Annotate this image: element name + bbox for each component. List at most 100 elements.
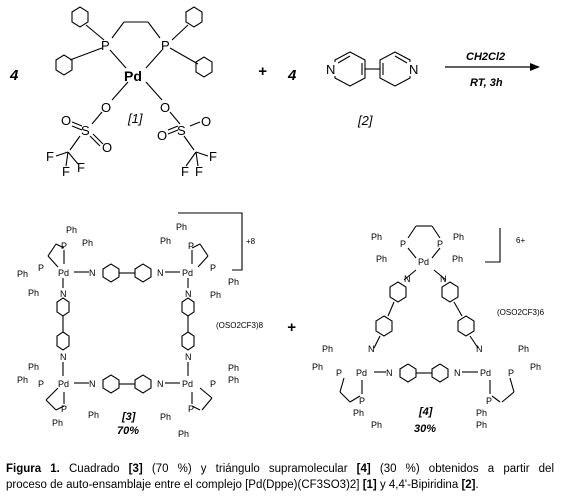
compound-1-label: [1] xyxy=(127,111,143,126)
compound-3-label: [3] xyxy=(121,411,136,423)
atom-o: O xyxy=(201,114,211,129)
phenyl-label: Ph xyxy=(210,290,221,300)
atom-pd: Pd xyxy=(58,379,69,389)
compound-3-yield: 70% xyxy=(117,425,139,437)
atom-f: F xyxy=(77,160,85,175)
atom-o: O xyxy=(157,128,167,143)
atom-pd: Pd xyxy=(124,68,142,84)
caption-ref-2: [2] xyxy=(461,479,476,491)
caption-prefix: Figura 1. xyxy=(6,463,60,475)
atom-n: N xyxy=(326,62,335,77)
atom-p: P xyxy=(437,239,443,249)
atom-f: F xyxy=(195,164,203,179)
phenyl-label: Ph xyxy=(371,232,382,242)
atom-s: S xyxy=(177,123,186,138)
phenyl-label: Ph xyxy=(160,412,171,422)
atom-s: S xyxy=(81,123,90,138)
atom-p: P xyxy=(101,38,110,53)
phenyl-ring xyxy=(55,54,73,76)
atom-p: P xyxy=(508,368,514,378)
atom-n: N xyxy=(157,379,164,389)
atom-p: P xyxy=(188,404,194,414)
atom-n: N xyxy=(368,344,375,354)
phenyl-ring xyxy=(71,6,89,28)
phenyl-ring xyxy=(185,6,203,28)
phenyl-label: Ph xyxy=(476,420,487,430)
atom-n: N xyxy=(386,368,393,378)
caption-ref-4: [4] xyxy=(356,463,371,475)
atom-n: N xyxy=(409,62,418,77)
coefficient-1: 4 xyxy=(9,67,19,84)
figure-caption: Figura 1. Cuadrado [3] (70 %) y triángul… xyxy=(6,461,554,493)
phenyl-label: Ph xyxy=(178,429,189,439)
square-charge: +8 xyxy=(246,237,256,246)
charge-bracket xyxy=(485,228,501,263)
triangle-charge: 6+ xyxy=(516,236,525,245)
compound-4-label: [4] xyxy=(418,406,433,418)
caption-text: proceso de auto-ensamblaje entre el comp… xyxy=(6,479,360,491)
atom-pd: Pd xyxy=(58,268,69,278)
atom-n: N xyxy=(185,289,192,299)
phenyl-label: Ph xyxy=(452,254,463,264)
phenyl-label: Ph xyxy=(518,344,529,354)
phenyl-label: Ph xyxy=(312,362,323,372)
compound-2-structure: N N xyxy=(325,51,420,87)
condition-label: RT, 3h xyxy=(470,77,503,89)
phenyl-label: Ph xyxy=(28,288,39,298)
atom-n: N xyxy=(404,274,411,284)
atom-n: N xyxy=(476,344,483,354)
phenyl-label: Ph xyxy=(82,238,93,248)
atom-o: O xyxy=(102,140,112,155)
atom-f: F xyxy=(181,164,189,179)
atom-p: P xyxy=(188,241,194,251)
caption-ref-3: [3] xyxy=(128,463,143,475)
charge-bracket xyxy=(178,212,243,271)
phenyl-label: Ph xyxy=(52,418,63,428)
pyridine-ring xyxy=(334,51,366,87)
atom-f: F xyxy=(46,149,54,164)
phenyl-label: Ph xyxy=(66,225,77,235)
atom-p: P xyxy=(38,379,44,389)
atom-n: N xyxy=(157,268,164,278)
square-counterion: (OSO2CF3)8 xyxy=(216,321,264,330)
products-plus-sign: + xyxy=(287,319,296,336)
pyridine-ring xyxy=(379,51,411,87)
plus-sign: + xyxy=(258,63,267,80)
atom-p: P xyxy=(61,404,67,414)
atom-p: P xyxy=(38,263,44,273)
atom-p: P xyxy=(400,239,406,249)
reaction-scheme: 4 P xyxy=(9,6,545,439)
caption-text: y 4,4'-Bipiridina xyxy=(379,479,459,491)
atom-n: N xyxy=(89,379,96,389)
phenyl-label: Ph xyxy=(228,363,239,373)
caption-text: Cuadrado xyxy=(69,463,120,475)
compound-2-label: [2] xyxy=(357,113,373,128)
atom-n: N xyxy=(454,368,461,378)
caption-line-1: Figura 1. Cuadrado [3] (70 %) y triángul… xyxy=(6,461,554,477)
atom-p: P xyxy=(210,263,216,273)
coefficient-2: 4 xyxy=(287,67,297,84)
phenyl-label: Ph xyxy=(476,408,487,418)
atom-p: P xyxy=(336,368,342,378)
phenyl-label: Ph xyxy=(322,344,333,354)
caption-end: . xyxy=(475,479,479,491)
phenyl-label: Ph xyxy=(530,362,541,372)
atom-p: P xyxy=(61,241,67,251)
atom-n: N xyxy=(440,274,447,284)
atom-p: P xyxy=(486,396,492,406)
atom-p: P xyxy=(210,379,216,389)
phenyl-label: Ph xyxy=(371,420,382,430)
phenyl-label: Ph xyxy=(176,222,187,232)
phenyl-label: Ph xyxy=(376,254,387,264)
caption-line-2: proceso de auto-ensamblaje entre el comp… xyxy=(6,477,554,493)
atom-pd: Pd xyxy=(356,368,367,378)
atom-o: O xyxy=(61,113,71,128)
caption-text: (70 %) y triángulo supramolecular xyxy=(151,463,348,475)
phenyl-label: Ph xyxy=(28,362,39,372)
phenyl-label: Ph xyxy=(160,236,171,246)
phenyl-ring xyxy=(195,56,213,78)
phenyl-label: Ph xyxy=(17,375,28,385)
atom-n: N xyxy=(60,352,67,362)
reaction-arrow xyxy=(445,63,540,71)
atom-n: N xyxy=(60,289,67,299)
